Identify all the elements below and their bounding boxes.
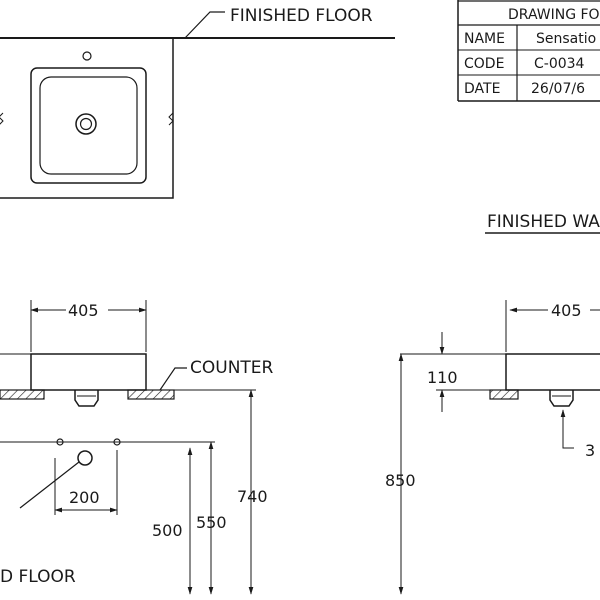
- drain-inner: [79, 117, 93, 131]
- counter-slab-side: [489, 389, 519, 400]
- finished-floor-label: FINISHED FLOOR: [230, 6, 373, 26]
- date-value: 26/07/6: [531, 81, 585, 97]
- front-elevation: 405 COUNTER 200 500 550 740: [0, 299, 274, 595]
- mount-hole-left: [56, 438, 64, 446]
- date-label: DATE: [464, 81, 500, 97]
- finished-wall-label: FINISHED WA: [487, 212, 600, 232]
- dim-drain-offset: 3: [585, 441, 595, 460]
- basin-inner: [39, 76, 138, 175]
- drain-front: [74, 390, 99, 407]
- dim-front-width: 405: [68, 301, 99, 320]
- dim-side-width: 405: [551, 301, 582, 320]
- counter-slab-right: [127, 389, 175, 400]
- dim-basin-height: 110: [427, 368, 458, 387]
- dim-height-850: 850: [385, 471, 416, 490]
- counter-label: COUNTER: [190, 358, 274, 378]
- basin-front: [30, 353, 147, 391]
- name-label: NAME: [464, 31, 505, 47]
- side-elevation: 405 110 3 850: [385, 299, 600, 595]
- code-value: C-0034: [534, 56, 585, 72]
- title-block-header: DRAWING FO: [508, 7, 600, 23]
- outlet-leader: [19, 461, 80, 509]
- mount-hole-right: [113, 438, 121, 446]
- dim-height-500: 500: [152, 521, 183, 540]
- dim-height-740: 740: [237, 487, 268, 506]
- finished-wall-note: FINISHED WA: [485, 212, 600, 234]
- plan-view: FINISHED FLOOR: [0, 6, 395, 199]
- finished-floor-bottom-label: D FLOOR: [0, 567, 76, 587]
- finished-floor-leader: [184, 11, 225, 39]
- basin-side: [505, 353, 600, 391]
- dim-hole-spacing: 200: [69, 488, 100, 507]
- drain-side: [549, 390, 574, 407]
- break-mark-right: [168, 112, 174, 126]
- drain-outer: [75, 113, 97, 135]
- title-block: DRAWING FO NAME Sensatio CODE C-0034 DAT…: [457, 0, 600, 102]
- counter-leader: [159, 367, 187, 391]
- break-mark-left: [0, 112, 4, 125]
- counter-slab-left: [0, 389, 45, 400]
- name-value: Sensatio: [536, 31, 596, 47]
- outlet-circle: [77, 450, 93, 466]
- basin-outer: [30, 67, 147, 184]
- code-label: CODE: [464, 56, 504, 72]
- overflow-hole: [82, 51, 92, 61]
- counter-plan: [0, 37, 174, 199]
- dim-height-550: 550: [196, 513, 227, 532]
